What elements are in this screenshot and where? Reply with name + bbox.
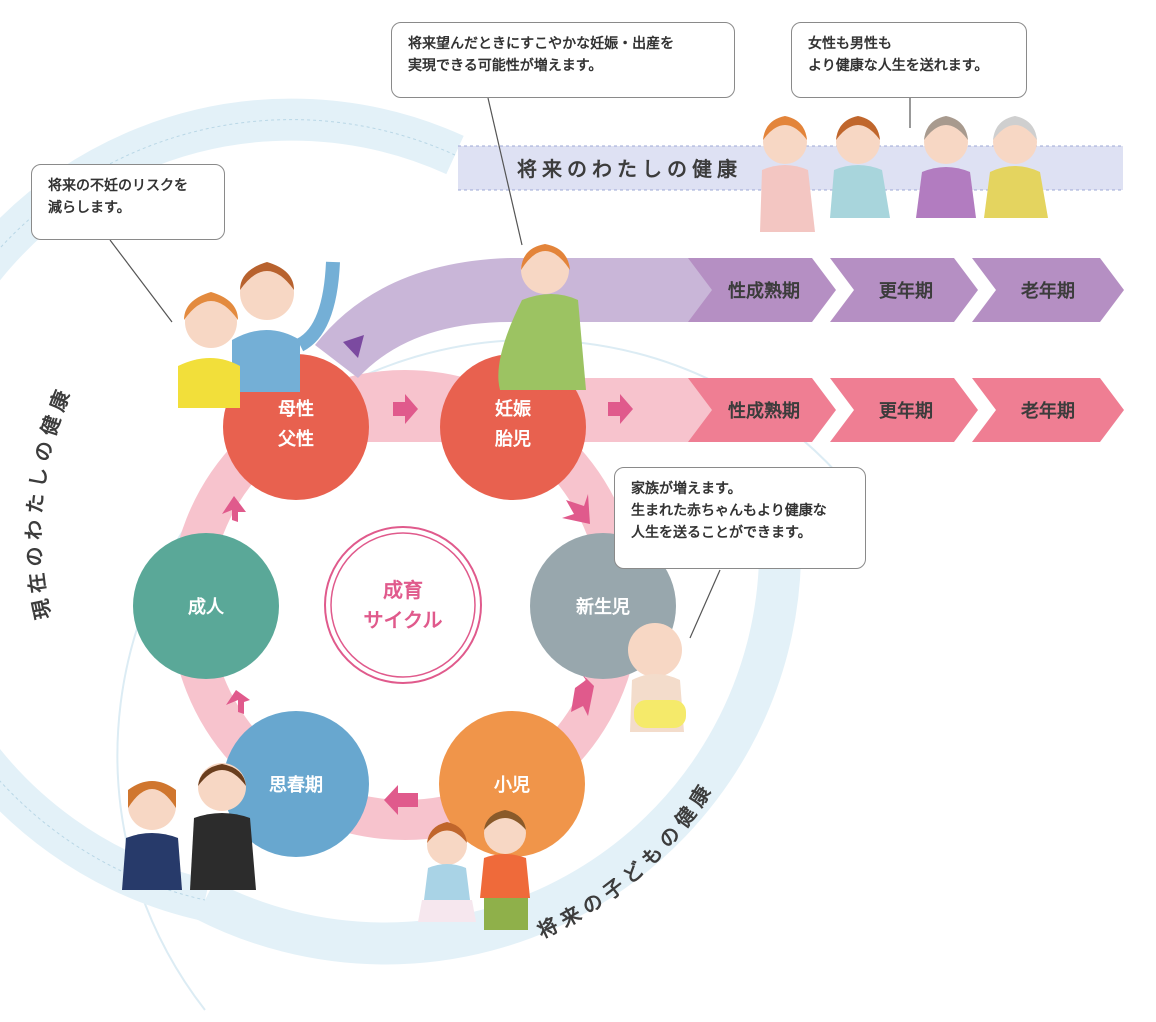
lower-stage-2: [830, 378, 978, 442]
upper-life-band: [315, 258, 690, 378]
couple-illustration: [178, 261, 340, 408]
node-child: [439, 711, 585, 857]
node-newborn-label: 新生児: [576, 596, 630, 618]
lower-stage-3: [972, 378, 1124, 442]
node-pregnancy-label-1: 妊娠: [495, 398, 532, 420]
callout-lifespan: 女性も男性も より健康な人生を送れます。: [791, 22, 1027, 98]
node-pregnancy-label-2: 胎児: [495, 428, 531, 450]
upper-stage-3: [972, 258, 1124, 322]
upper-arrow-icon: [343, 335, 364, 358]
pregnant-woman-illustration: [498, 244, 586, 390]
callout-pregnancy: 将来望んだときにすこやかな妊娠・出産を 実現できる可能性が増えます。: [391, 22, 735, 98]
upper-stage-1-label: 性成熟期: [728, 280, 800, 302]
node-adolescence-label: 思春期: [269, 774, 323, 796]
node-parent-label-1: 母性: [278, 398, 314, 420]
present-ring-dash: [0, 119, 456, 901]
child-health-ring: [195, 559, 801, 965]
children-illustration: [418, 810, 530, 930]
arrow-up-icon: [226, 690, 250, 714]
center-circle: [324, 526, 482, 684]
lower-stage-1: [688, 378, 836, 442]
node-adult: [133, 533, 279, 679]
node-adolescence: [223, 711, 369, 857]
node-pregnancy: [440, 354, 586, 500]
upper-stage-1: [688, 258, 836, 322]
callout-family: 家族が増えます。 生まれた赤ちゃんもより健康な 人生を送ることができます。: [614, 467, 866, 569]
upper-stage-2: [830, 258, 978, 322]
lower-stage-1-label: 性成熟期: [728, 400, 800, 422]
node-parent-label-2: 父性: [278, 428, 314, 450]
center-label-1: 成育: [383, 578, 423, 602]
center-label-2: サイクル: [364, 608, 443, 632]
node-adult-label: 成人: [188, 596, 225, 618]
lower-stage-2-label: 更年期: [879, 400, 933, 422]
flow-arrows: [222, 394, 633, 815]
arrow-up-icon: [222, 496, 246, 522]
node-child-label: 小児: [494, 775, 530, 796]
future-people-illustration: [760, 116, 1048, 232]
teens-illustration: [122, 763, 256, 890]
upper-stage-2-label: 更年期: [879, 280, 933, 302]
arrow-left-icon: [384, 785, 418, 815]
baby-illustration: [628, 623, 686, 732]
upper-stage-3-label: 老年期: [1021, 280, 1075, 302]
arrow-down-icon: [562, 494, 590, 524]
callout-infertility: 将来の不妊のリスクを 減らします。: [31, 164, 225, 240]
present-health-label: 現在のわたしの健康: [22, 381, 77, 621]
lower-stage-3-label: 老年期: [1021, 400, 1075, 422]
my-future-label: 将来のわたしの健康: [517, 157, 742, 181]
arrow-right-icon: [608, 394, 633, 424]
arrow-right-icon: [393, 394, 418, 424]
arrow-down-icon: [571, 672, 594, 716]
